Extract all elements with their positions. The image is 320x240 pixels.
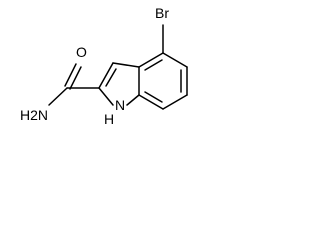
indole-nitrogen-label: N <box>115 97 125 113</box>
c2-c3-double-bond <box>98 62 114 89</box>
amide-c-n-bond <box>48 87 68 106</box>
bromine-label: Br <box>155 5 169 21</box>
c2-n1-bond <box>98 87 114 106</box>
c2-c3-double-bond-inner <box>105 68 117 87</box>
carbonyl-double-bond-a <box>64 63 77 87</box>
aromatic-inner-bond-3 <box>144 91 163 103</box>
indole-hydrogen-label: H <box>104 111 114 127</box>
c7-c7a-bond <box>138 94 164 110</box>
n1-c7a-bond <box>126 94 140 106</box>
c3a-c4-bond <box>138 52 164 68</box>
c6-c7-bond <box>162 94 188 110</box>
aromatic-inner-bond-1 <box>144 59 163 71</box>
oxygen-label: O <box>76 44 87 60</box>
chemical-structure: Br O H2N N H <box>20 5 188 127</box>
c4-c5-bond <box>162 52 188 68</box>
carbonyl-double-bond-b <box>69 66 82 90</box>
amide-nitrogen-label: H2N <box>20 107 48 123</box>
c3-c3a-bond <box>112 62 140 68</box>
